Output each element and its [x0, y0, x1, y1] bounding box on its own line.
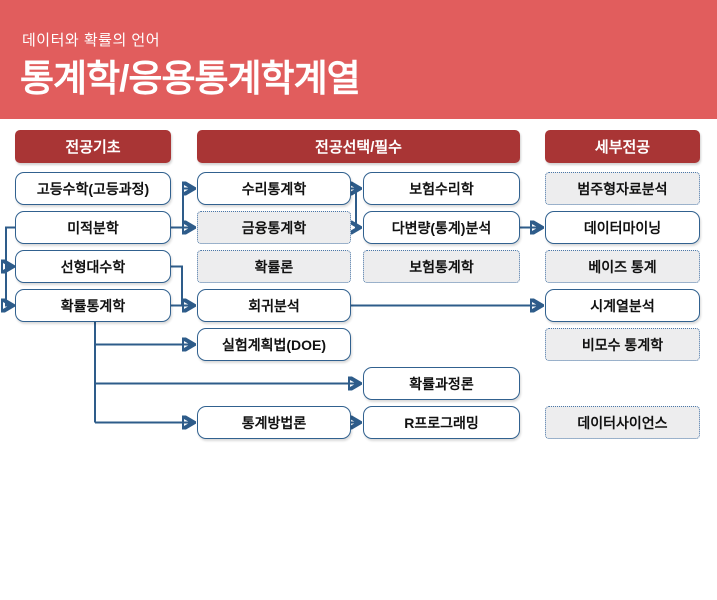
box-calculus: 미적분학: [15, 211, 171, 244]
banner-subtitle: 데이터와 확률의 언어: [22, 32, 161, 49]
box-actuarial-mathematics: 보험수리학: [363, 172, 520, 205]
box-design-of-experiments: 실험계획법(DOE): [197, 328, 351, 361]
column-header-specialty: 세부전공: [545, 130, 700, 163]
box-bayesian-statistics: 베이즈 통계: [545, 250, 700, 283]
box-multivariate-analysis: 다변량(통계)분석: [363, 211, 520, 244]
box-mathematical-statistics: 수리통계학: [197, 172, 351, 205]
column-header-electives: 전공선택/필수: [197, 130, 520, 163]
box-data-science: 데이터사이언스: [545, 406, 700, 439]
box-probability-theory: 확률론: [197, 250, 351, 283]
box-probability-statistics: 확률통계학: [15, 289, 171, 322]
banner-title: 통계학/응용통계학계열: [20, 58, 361, 99]
box-regression-analysis: 회귀분석: [197, 289, 351, 322]
box-statistical-methods: 통계방법론: [197, 406, 351, 439]
box-insurance-statistics: 보험통계학: [363, 250, 520, 283]
column-header-basics: 전공기초: [15, 130, 171, 163]
box-time-series-analysis: 시계열분석: [545, 289, 700, 322]
box-highschool-math: 고등수학(고등과정): [15, 172, 171, 205]
box-stochastic-processes: 확률과정론: [363, 367, 520, 400]
box-linear-algebra: 선형대수학: [15, 250, 171, 283]
box-financial-statistics: 금융통계학: [197, 211, 351, 244]
box-r-programming: R프로그래밍: [363, 406, 520, 439]
box-data-mining: 데이터마이닝: [545, 211, 700, 244]
box-categorical-data-analysis: 범주형자료분석: [545, 172, 700, 205]
title-banner: 데이터와 확률의 언어 통계학/응용통계학계열: [0, 0, 717, 119]
box-nonparametric-statistics: 비모수 통계학: [545, 328, 700, 361]
